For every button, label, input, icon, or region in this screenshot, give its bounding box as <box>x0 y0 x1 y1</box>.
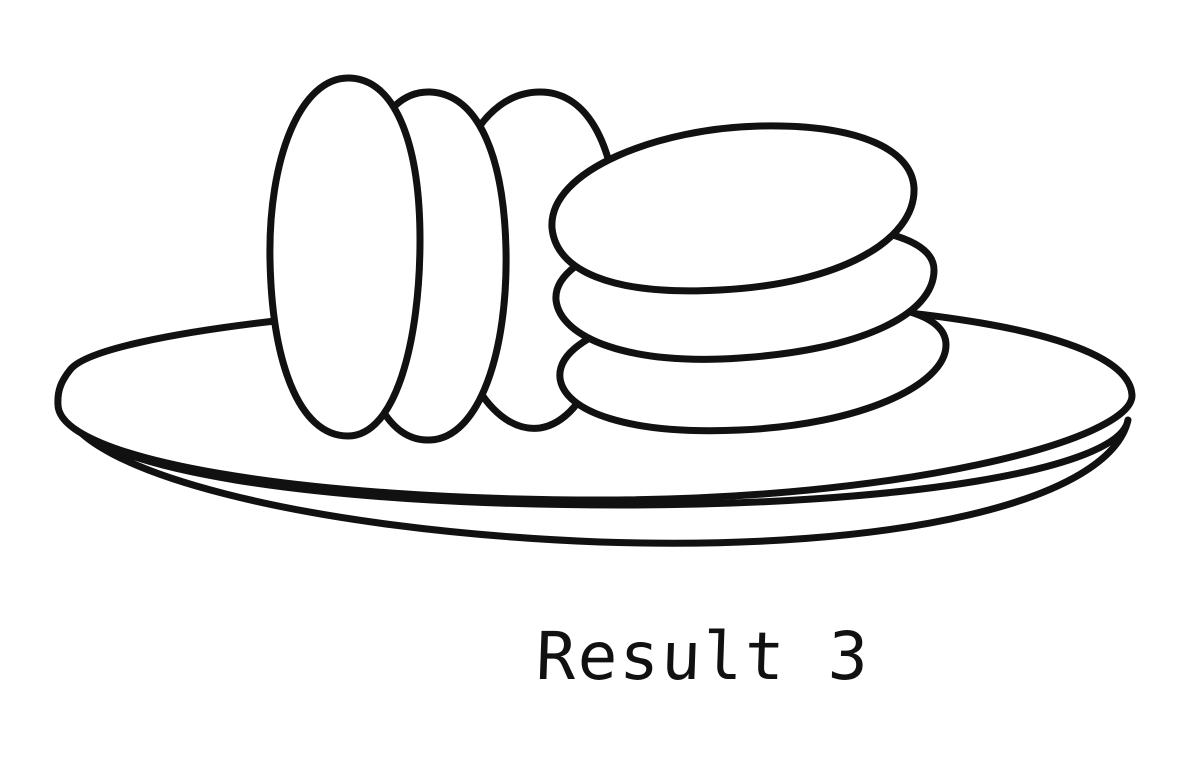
stacked-cookies <box>548 122 950 435</box>
standing-cookie <box>266 74 424 440</box>
plate-bottom-edge <box>62 406 1132 547</box>
stacked-cookie <box>548 122 918 295</box>
caption-text: Result 3 <box>534 618 872 695</box>
